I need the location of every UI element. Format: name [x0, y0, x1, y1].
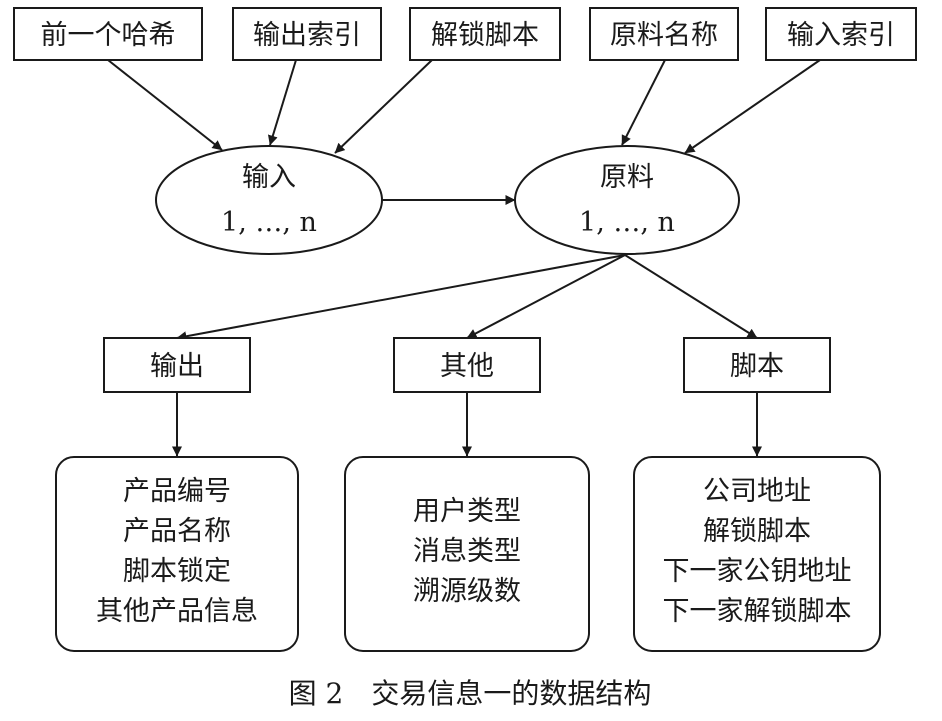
ellipse-material: 原料 1, …, n	[514, 145, 740, 255]
details-output-item: 脚本锁定	[123, 556, 231, 587]
details-output-item: 其他产品信息	[96, 596, 258, 627]
box-prev-hash: 前一个哈希	[13, 7, 203, 61]
ellipse-material-range: 1, …, n	[579, 207, 675, 238]
box-material-name: 原料名称	[589, 7, 739, 61]
figure-caption: 图 2 交易信息一的数据结构	[289, 677, 652, 710]
box-output: 输出	[103, 337, 251, 393]
details-other-item: 用户类型	[413, 496, 521, 527]
box-output-index-label: 输出索引	[253, 20, 361, 51]
box-input-index-label: 输入索引	[787, 20, 895, 51]
box-other-label: 其他	[440, 351, 494, 382]
edge-unlock-script-to-input	[334, 59, 433, 154]
edge-output-index-to-input	[267, 59, 297, 146]
details-script-item: 解锁脚本	[703, 516, 811, 547]
details-script-item: 下一家解锁脚本	[663, 596, 852, 627]
edge-prev-hash-to-input	[107, 59, 223, 151]
ellipse-material-title: 原料	[600, 162, 654, 193]
ellipse-input: 输入 1, …, n	[155, 145, 383, 255]
details-script-item: 下一家公钥地址	[663, 556, 852, 587]
box-script-label: 脚本	[730, 351, 784, 382]
details-output-item: 产品名称	[123, 516, 231, 547]
box-output-index: 输出索引	[232, 7, 382, 61]
box-unlock-script-label: 解锁脚本	[431, 20, 539, 51]
box-unlock-script: 解锁脚本	[409, 7, 561, 61]
box-script: 脚本	[683, 337, 831, 393]
edge-material-to-output	[176, 254, 626, 342]
details-other-item: 溯源级数	[413, 576, 521, 607]
ellipse-input-title: 输入	[242, 162, 296, 193]
details-other-item: 消息类型	[413, 536, 521, 567]
box-prev-hash-label: 前一个哈希	[41, 20, 176, 51]
details-script: 公司地址 解锁脚本 下一家公钥地址 下一家解锁脚本	[633, 456, 881, 652]
ellipse-input-range: 1, …, n	[221, 207, 317, 238]
details-script-item: 公司地址	[703, 476, 811, 507]
box-input-index: 输入索引	[765, 7, 917, 61]
box-output-label: 输出	[150, 351, 204, 382]
box-material-name-label: 原料名称	[610, 20, 718, 51]
edge-input-index-to-material	[684, 59, 821, 154]
details-output: 产品编号 产品名称 脚本锁定 其他产品信息	[55, 456, 299, 652]
edge-material-to-other	[466, 254, 626, 339]
edge-material-to-script	[624, 254, 758, 339]
edge-material-name-to-material	[621, 59, 666, 146]
box-other: 其他	[393, 337, 541, 393]
details-other: 用户类型 消息类型 溯源级数	[344, 456, 590, 652]
details-output-item: 产品编号	[123, 476, 231, 507]
